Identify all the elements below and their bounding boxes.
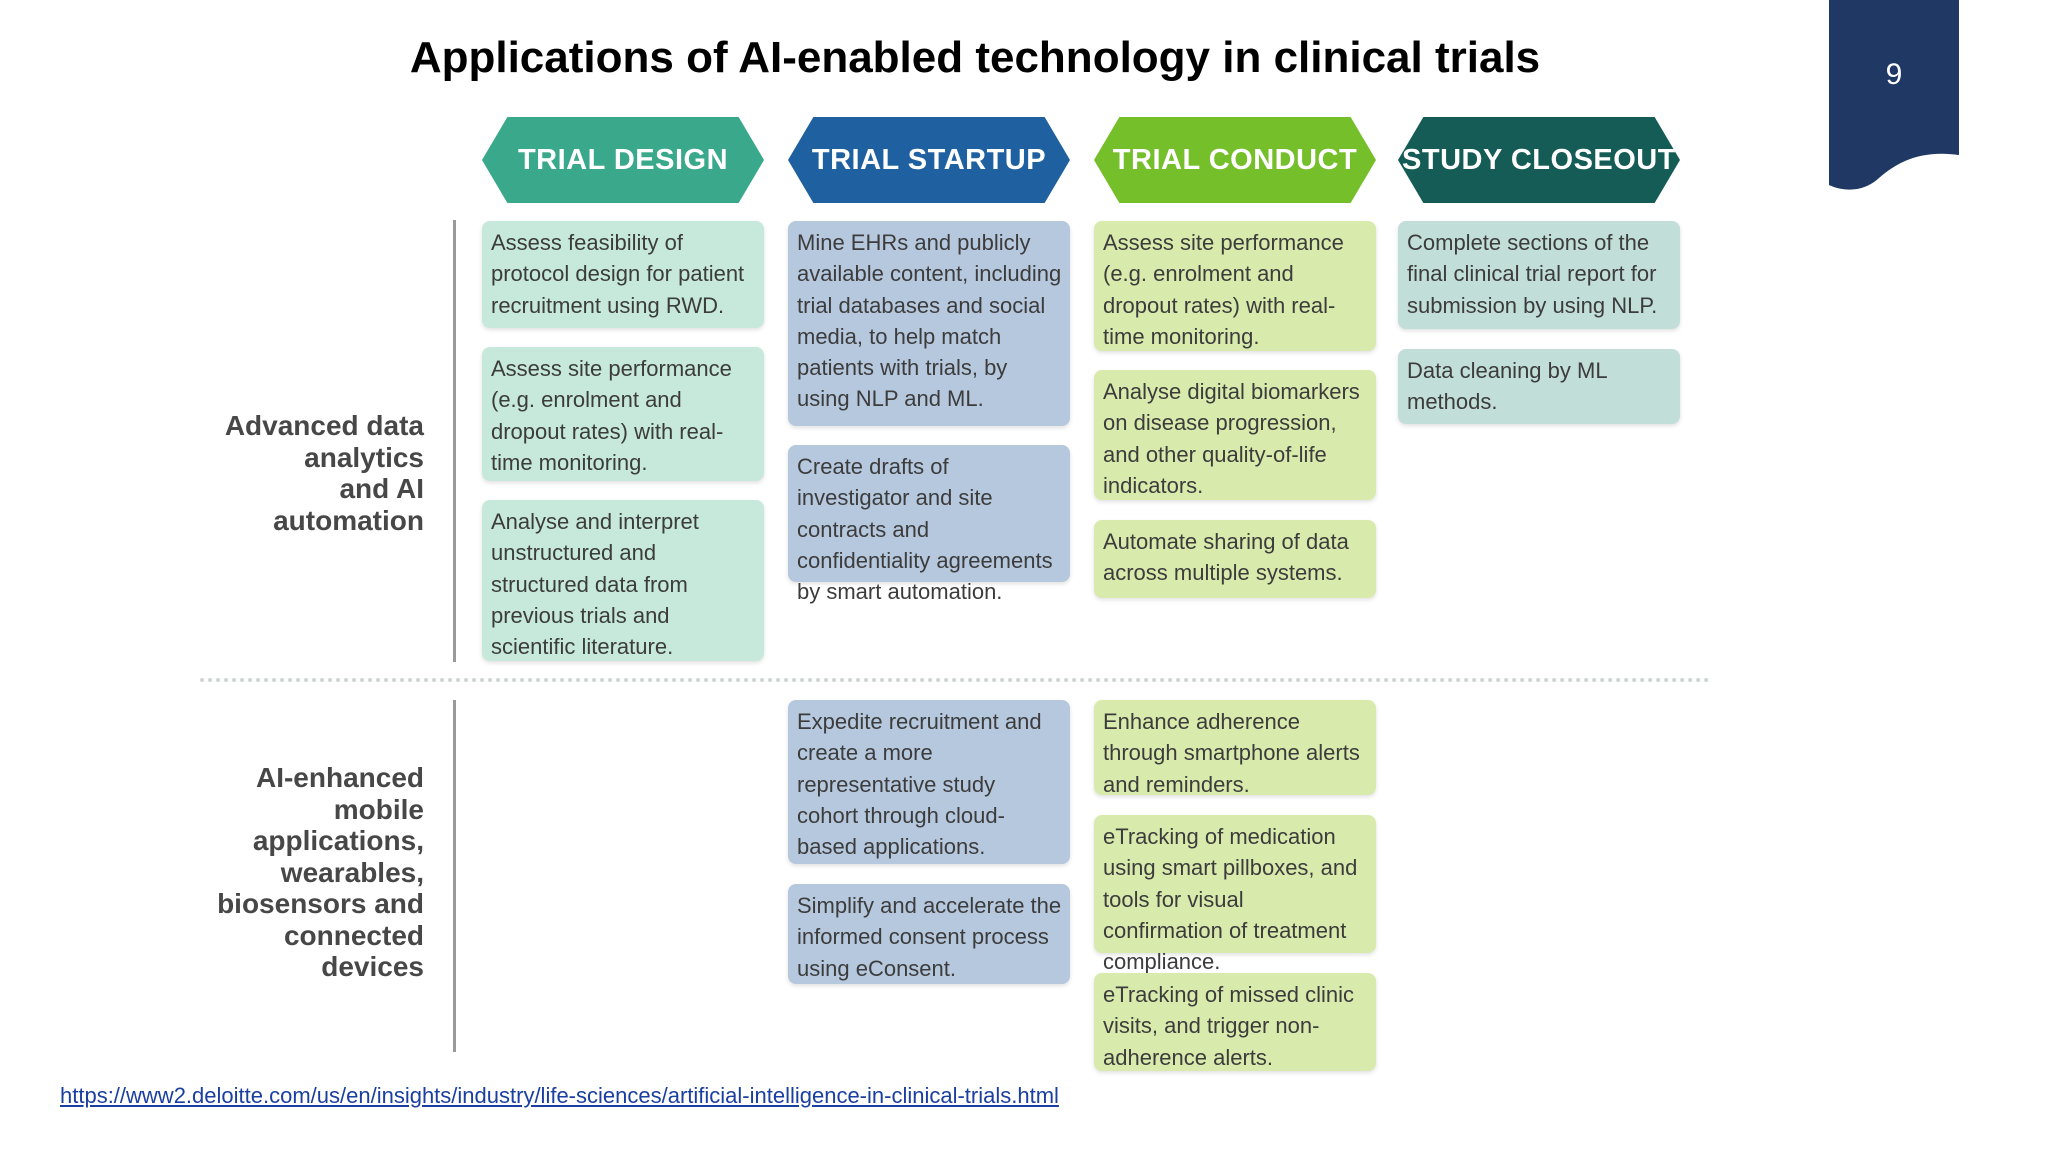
card-conduct-medication-tracking: eTracking of medication using smart pill… <box>1094 815 1376 974</box>
card-startup-recruitment: Expedite recruitment and create a more r… <box>788 700 1070 864</box>
card-design-feasibility: Assess feasibility of protocol design fo… <box>482 221 764 328</box>
card-conduct-missed-visits: eTracking of missed clinic visits, and t… <box>1094 973 1376 1071</box>
phase-study-closeout: STUDY CLOSEOUT <box>1398 117 1680 203</box>
row-separator <box>200 678 1710 682</box>
phase-trial-conduct: TRIAL CONDUCT <box>1094 117 1376 203</box>
card-conduct-biomarkers: Analyse digital biomarkers on disease pr… <box>1094 370 1376 500</box>
card-startup-contracts: Create drafts of investigator and site c… <box>788 445 1070 604</box>
card-conduct-data-sharing: Automate sharing of data across multiple… <box>1094 520 1376 598</box>
card-conduct-site-performance: Assess site performance (e.g. enrolment … <box>1094 221 1376 351</box>
row-divider-bottom <box>453 700 456 1052</box>
card-startup-mine-ehrs: Mine EHRs and publicly available content… <box>788 221 1070 426</box>
card-design-site-performance: Assess site performance (e.g. enrolment … <box>482 347 764 481</box>
card-design-analyse-data: Analyse and interpret unstructured and s… <box>482 500 764 661</box>
phase-trial-startup: TRIAL STARTUP <box>788 117 1070 203</box>
page-number: 9 <box>1885 58 1903 91</box>
row-label-advanced-analytics: Advanced data analytics and AI automatio… <box>224 410 424 536</box>
row-divider-top <box>453 220 456 662</box>
card-closeout-report: Complete sections of the final clinical … <box>1398 221 1680 329</box>
card-closeout-data-cleaning: Data cleaning by ML methods. <box>1398 349 1680 424</box>
card-conduct-adherence-alerts: Enhance adherence through smartphone ale… <box>1094 700 1376 797</box>
slide-title: Applications of AI-enabled technology in… <box>409 33 1541 82</box>
source-link[interactable]: https://www2.deloitte.com/us/en/insights… <box>60 1083 1059 1108</box>
phase-trial-design: TRIAL DESIGN <box>482 117 764 203</box>
card-startup-econsent: Simplify and accelerate the informed con… <box>788 884 1070 984</box>
page-number-tab <box>1829 0 1959 195</box>
row-label-mobile-wearables: AI-enhanced mobile applications, wearabl… <box>217 762 424 982</box>
